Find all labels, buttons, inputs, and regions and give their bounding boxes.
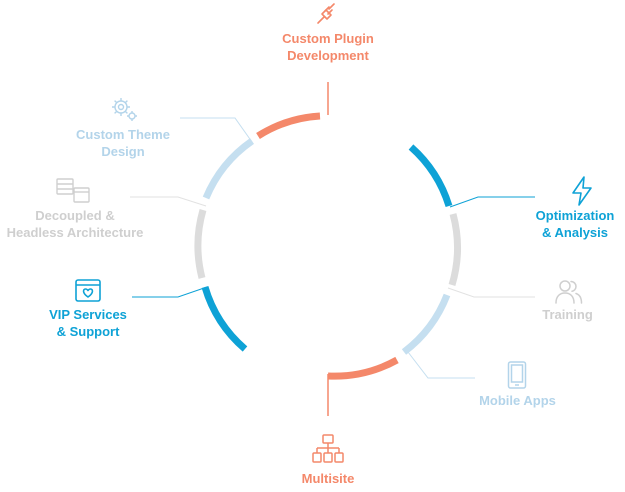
label-custom-theme-line1: Custom Theme	[76, 127, 170, 142]
label-optimization: Optimization & Analysis	[525, 207, 625, 241]
arc-vip	[201, 285, 248, 352]
arc-multisite	[327, 356, 399, 380]
label-custom-theme: Custom Theme Design	[63, 126, 183, 160]
label-custom-plugin-line2: Development	[287, 48, 369, 63]
label-custom-plugin: Custom Plugin Development	[268, 30, 388, 64]
label-optimization-line2: & Analysis	[542, 225, 608, 240]
users-icon	[555, 280, 583, 304]
label-decoupled: Decoupled & Headless Architecture	[0, 207, 150, 241]
connector-custom-theme	[180, 117, 253, 143]
label-multisite: Multisite	[268, 470, 388, 487]
label-mobile-line1: Mobile Apps	[479, 393, 556, 408]
connector-mobile	[407, 351, 475, 379]
arc-optimization	[408, 144, 453, 208]
label-training: Training	[520, 306, 615, 323]
arc-decoupled	[194, 209, 207, 279]
label-vip-line2: & Support	[56, 324, 120, 339]
connector-optimization	[449, 196, 535, 208]
label-mobile: Mobile Apps	[460, 392, 575, 409]
connector-vip	[132, 286, 208, 298]
label-decoupled-line1: Decoupled &	[35, 208, 115, 223]
label-training-line1: Training	[542, 307, 593, 322]
label-optimization-line1: Optimization	[535, 208, 615, 223]
label-multisite-line1: Multisite	[301, 471, 355, 486]
label-vip-line1: VIP Services	[49, 307, 127, 322]
label-decoupled-line2: Headless Architecture	[6, 225, 144, 240]
label-custom-theme-line2: Design	[101, 144, 145, 159]
heart-window-icon	[75, 279, 101, 302]
arc-custom-theme	[202, 138, 255, 200]
layout-icon	[56, 178, 90, 203]
network-icon	[312, 434, 344, 463]
connector-training	[447, 287, 535, 298]
arc-mobile	[401, 293, 451, 355]
gears-icon	[112, 98, 137, 121]
label-custom-plugin-line1: Custom Plugin	[282, 31, 374, 46]
connector-decoupled	[130, 196, 207, 207]
arc-custom-plugin	[256, 112, 321, 139]
plug-icon	[317, 3, 335, 24]
label-vip: VIP Services & Support	[28, 306, 148, 340]
lightning-icon	[572, 176, 592, 206]
arc-training	[448, 213, 461, 287]
phone-icon	[507, 361, 527, 389]
